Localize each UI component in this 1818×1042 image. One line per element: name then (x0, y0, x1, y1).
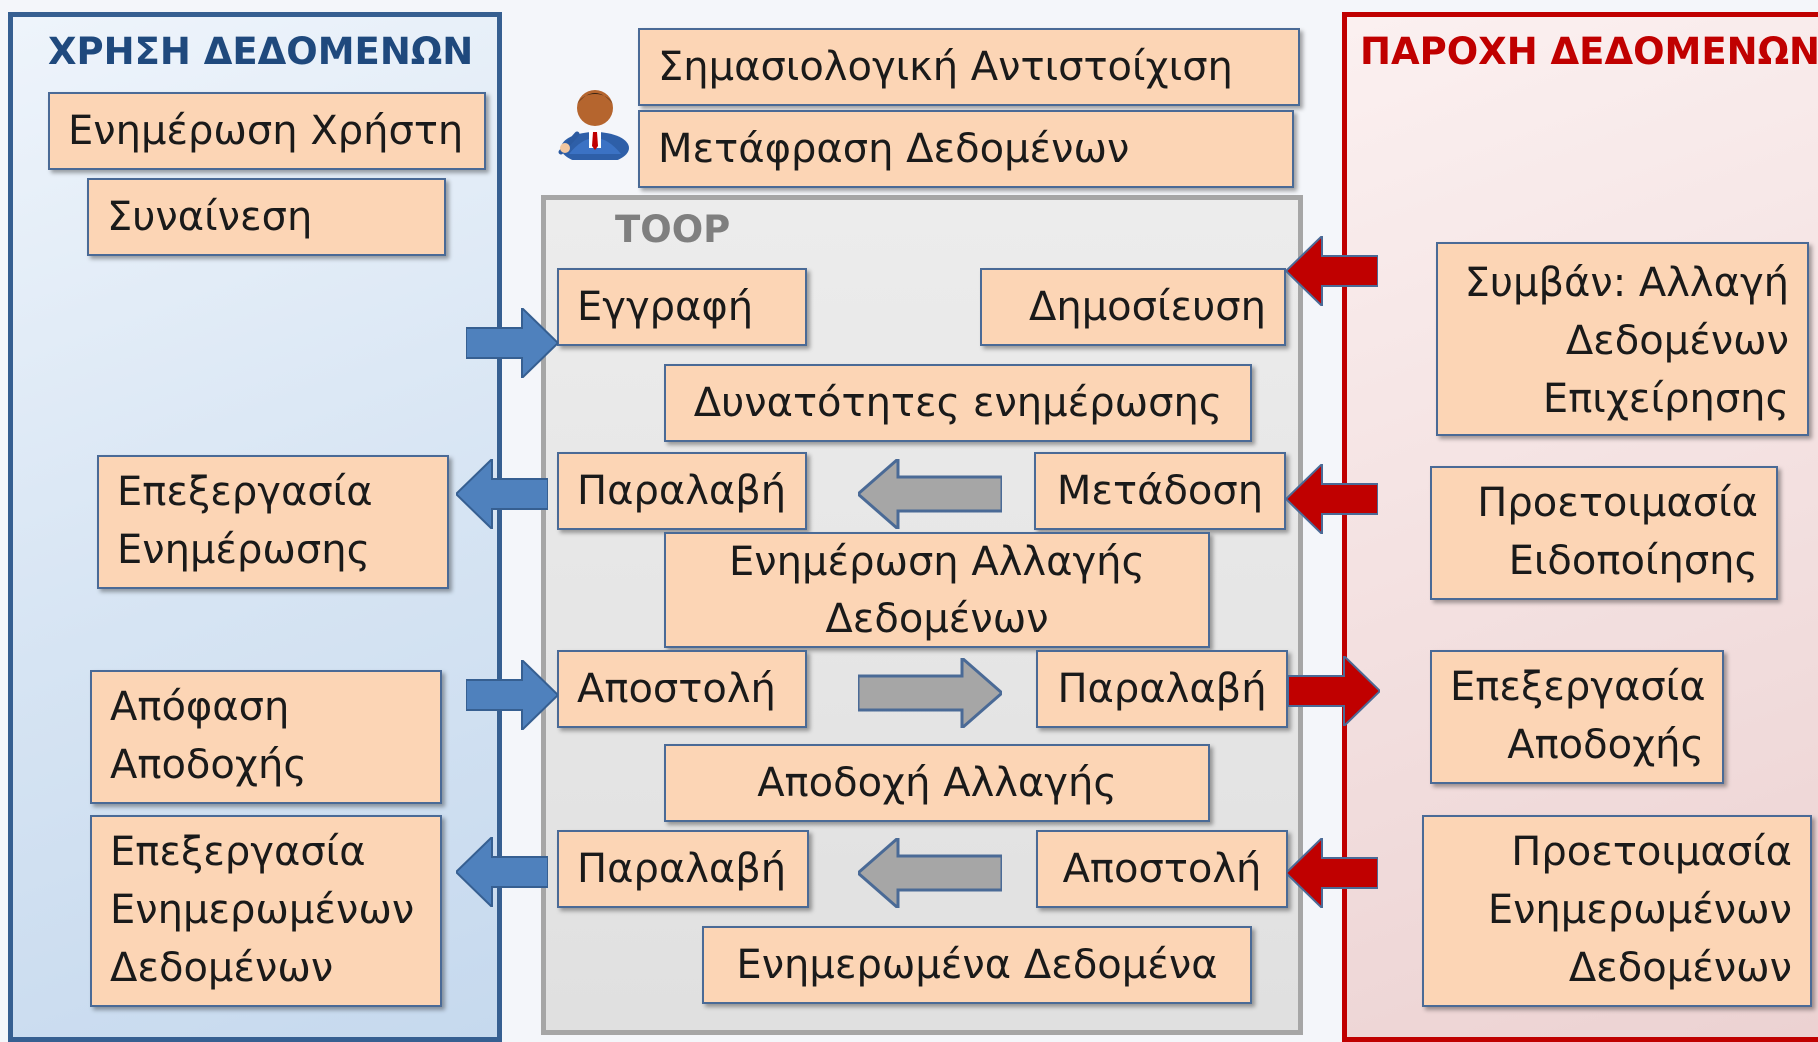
notification-prep-box: Προετοιμασία Ειδοποίησης (1430, 466, 1778, 600)
event-change-line-1: Συμβάν: Αλλαγή (1464, 260, 1789, 306)
process-update-box: Επεξεργασία Ενημέρωσης (97, 455, 449, 589)
acceptance-decision-box: Απόφαση Αποδοχής (90, 670, 442, 804)
acceptance-processing-line-2: Αποδοχής (1507, 722, 1704, 768)
updated-data-prep-box: Προετοιμασία Ενημερωμένων Δεδομένων (1422, 815, 1812, 1007)
receive-label-2: Παραλαβή (1057, 666, 1267, 712)
change-acceptance-box: Αποδοχή Αλλαγής (664, 744, 1210, 822)
gray-arrow-right-send (858, 658, 1002, 728)
consent-label: Συναίνεση (107, 194, 313, 240)
send-box-1: Αποστολή (557, 650, 807, 728)
red-arrow-left-send (1286, 838, 1378, 908)
gray-arrow-left-receive (858, 459, 1002, 529)
registration-box: Εγγραφή (557, 268, 807, 346)
receive-box-1: Παραλαβή (557, 452, 807, 530)
transmission-box: Μετάδοση (1034, 452, 1286, 530)
receive-box-2: Παραλαβή (1036, 650, 1288, 728)
update-capabilities-box: Δυνατότητες ενημέρωσης (664, 364, 1252, 442)
red-arrow-right-receive (1288, 656, 1380, 726)
event-change-box: Συμβάν: Αλλαγή Δεδομένων Επιχείρησης (1436, 242, 1809, 436)
update-capabilities-label: Δυνατότητες ενημέρωσης (693, 380, 1223, 426)
consent-box: Συναίνεση (87, 178, 446, 256)
data-translation-label: Μετάφραση Δεδομένων (658, 126, 1130, 172)
event-change-line-2: Δεδομένων (1565, 318, 1789, 364)
process-updated-data-line-3: Δεδομένων (110, 945, 334, 991)
blue-arrow-right-registration (466, 308, 558, 378)
publication-box: Δημοσίευση (980, 268, 1286, 346)
red-arrow-left-publication (1286, 236, 1378, 306)
publication-label: Δημοσίευση (1029, 284, 1266, 330)
user-update-label: Ενημέρωση Χρήστη (68, 108, 464, 154)
gray-arrow-left-updated (858, 838, 1002, 908)
transmission-label: Μετάδοση (1056, 468, 1264, 514)
process-updated-data-line-1: Επεξεργασία (110, 829, 366, 875)
acceptance-decision-line-2: Αποδοχής (110, 742, 307, 788)
updated-data-label: Ενημερωμένα Δεδομένα (736, 942, 1218, 988)
data-provider-title: ΠΑΡΟΧΗ ΔΕΔΟΜΕΝΩΝ (1360, 30, 1818, 73)
registration-label: Εγγραφή (577, 284, 754, 330)
acceptance-processing-box: Επεξεργασία Αποδοχής (1430, 650, 1724, 784)
send-box-2: Αποστολή (1036, 830, 1288, 908)
blue-arrow-right-send (466, 660, 558, 730)
data-change-update-line-2: Δεδομένων (825, 596, 1049, 642)
receive-box-3: Παραλαβή (557, 830, 809, 908)
blue-arrow-left-process-update (456, 459, 548, 529)
acceptance-decision-line-1: Απόφαση (110, 684, 290, 730)
process-update-line-1: Επεξεργασία (117, 469, 373, 515)
toop-title: TOOP (615, 208, 731, 251)
updated-data-prep-line-3: Δεδομένων (1568, 945, 1792, 991)
semantic-mapping-box: Σημασιολογική Αντιστοίχιση (638, 28, 1300, 106)
event-change-line-3: Επιχείρησης (1542, 376, 1789, 422)
process-updated-data-line-2: Ενημερωμένων (110, 887, 415, 933)
updated-data-prep-line-1: Προετοιμασία (1511, 829, 1792, 875)
data-translation-box: Μετάφραση Δεδομένων (638, 110, 1294, 188)
red-arrow-left-transmission (1286, 464, 1378, 534)
send-label-1: Αποστολή (577, 666, 776, 712)
user-update-box: Ενημέρωση Χρήστη (48, 92, 486, 170)
process-updated-data-box: Επεξεργασία Ενημερωμένων Δεδομένων (90, 815, 442, 1007)
change-acceptance-label: Αποδοχή Αλλαγής (757, 760, 1117, 806)
notification-prep-line-1: Προετοιμασία (1477, 480, 1758, 526)
semantic-mapping-label: Σημασιολογική Αντιστοίχιση (658, 44, 1233, 90)
updated-data-box: Ενημερωμένα Δεδομένα (702, 926, 1252, 1004)
notification-prep-line-2: Ειδοποίησης (1508, 538, 1758, 584)
blue-arrow-left-updated-data (456, 837, 548, 907)
updated-data-prep-line-2: Ενημερωμένων (1487, 887, 1792, 933)
user-with-pen-icon (558, 90, 629, 160)
send-label-2: Αποστολή (1062, 846, 1262, 892)
data-change-update-box: Ενημέρωση Αλλαγής Δεδομένων (664, 532, 1210, 648)
process-update-line-2: Ενημέρωσης (117, 527, 371, 573)
data-consumer-title: ΧΡΗΣΗ ΔΕΔΟΜΕΝΩΝ (48, 30, 474, 73)
receive-label-1: Παραλαβή (577, 468, 787, 514)
receive-label-3: Παραλαβή (577, 846, 787, 892)
acceptance-processing-line-1: Επεξεργασία (1450, 664, 1706, 710)
data-change-update-line-1: Ενημέρωση Αλλαγής (729, 539, 1145, 585)
